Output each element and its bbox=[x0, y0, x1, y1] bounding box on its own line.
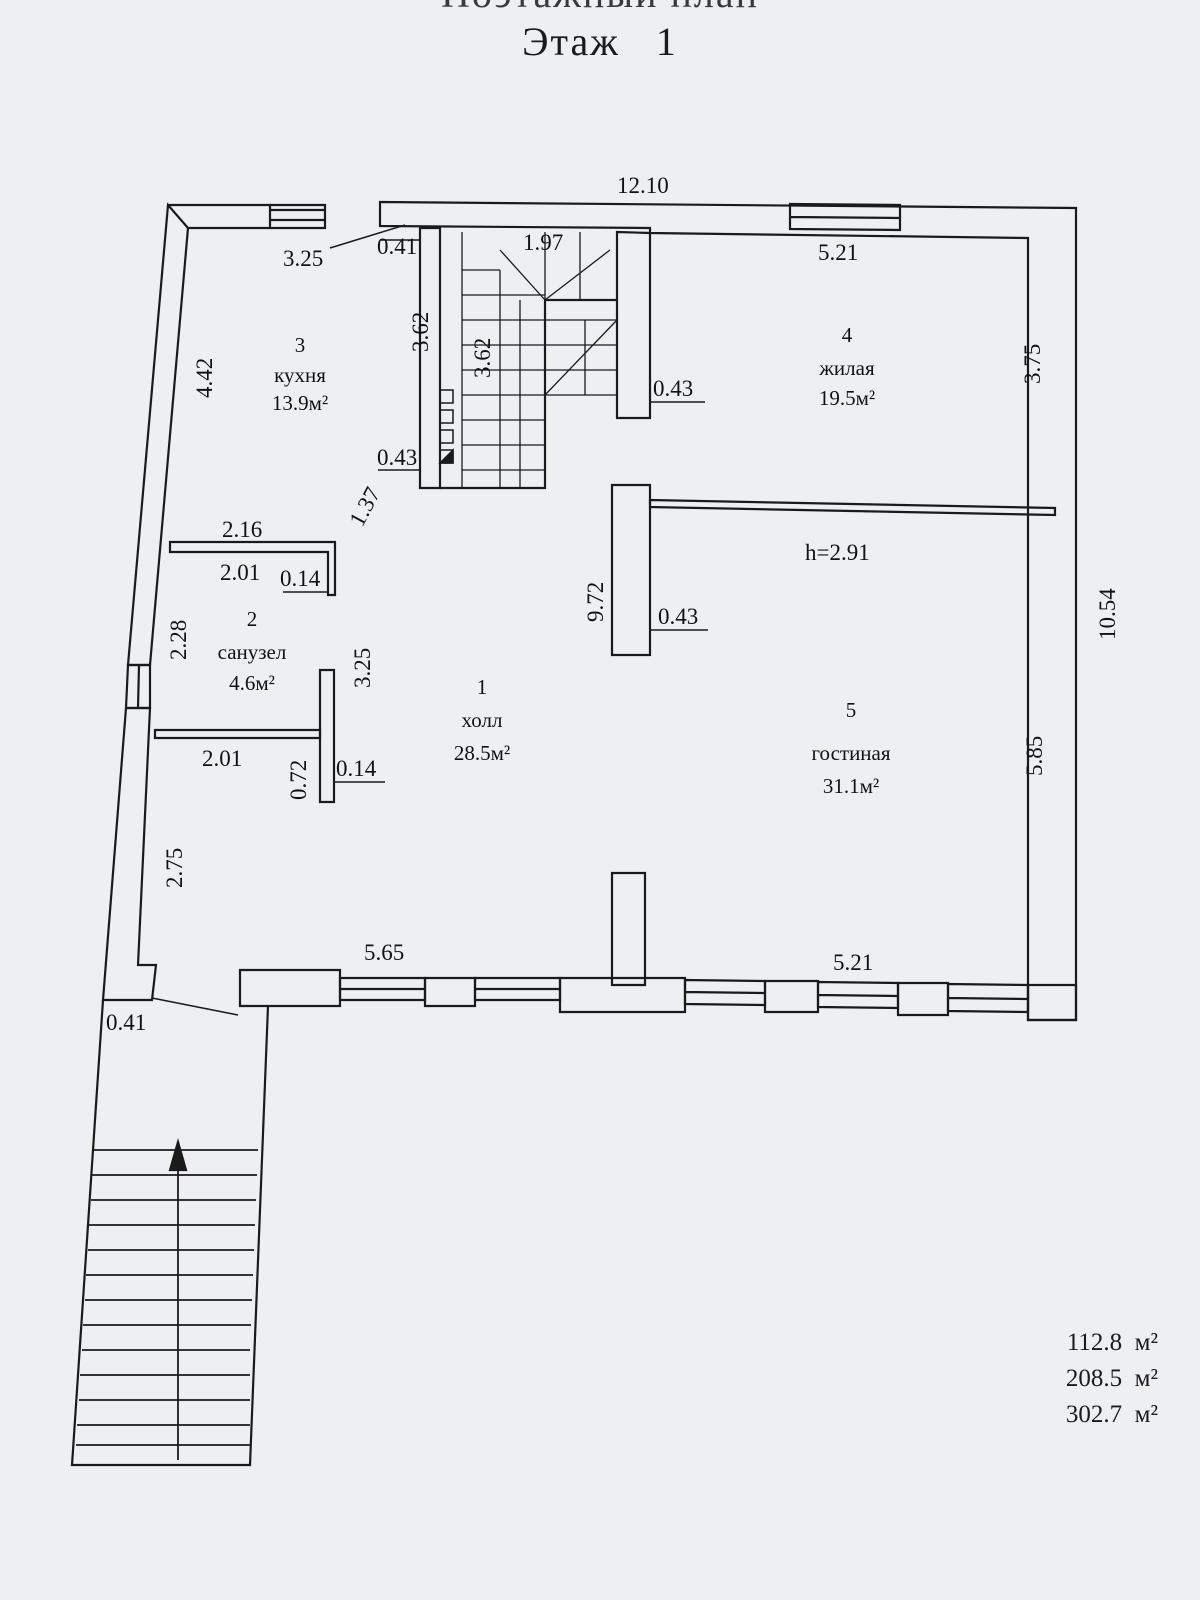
front-window-2 bbox=[473, 976, 562, 1002]
room-number: 1 bbox=[477, 675, 488, 699]
dim-living-depth: 5.85 bbox=[1022, 736, 1047, 776]
total-row-3: 302.7 м² bbox=[1065, 1401, 1158, 1428]
window-kitchen bbox=[270, 208, 325, 222]
door-swing-entrance bbox=[151, 997, 239, 1016]
front-window-5 bbox=[946, 982, 1030, 1014]
dim-bedroom-depth: 3.75 bbox=[1020, 344, 1045, 384]
dim-bathroom-width-bottom: 2.01 bbox=[202, 746, 242, 771]
dim-stair-length: 3.62 bbox=[470, 338, 495, 378]
central-wall bbox=[610, 483, 652, 657]
room-number: 4 bbox=[842, 323, 853, 347]
floor-title: Этаж 1 bbox=[0, 18, 1200, 65]
front-pier-2 bbox=[558, 976, 687, 1014]
room-name: санузел bbox=[218, 640, 287, 664]
room-area: 19.5м² bbox=[819, 386, 875, 410]
room-bathroom: 2 санузел 4.6м² bbox=[218, 607, 287, 695]
room-area: 13.9м² bbox=[272, 391, 328, 415]
dim-bathroom-width-top: 2.16 bbox=[222, 517, 262, 542]
dim-kitchen-width: 3.25 bbox=[283, 246, 323, 271]
room-bedroom: 4 жилая 19.5м² bbox=[818, 323, 875, 410]
dim-wall-top-left: 0.41 bbox=[377, 234, 417, 259]
dim-overall-depth: 10.54 bbox=[1095, 588, 1120, 640]
room-number: 3 bbox=[295, 333, 306, 357]
room-number: 2 bbox=[247, 607, 258, 631]
dim-bathroom-depth: 2.28 bbox=[166, 620, 191, 660]
dim-overall-width: 12.10 bbox=[617, 173, 669, 198]
stair-treads bbox=[461, 232, 618, 488]
stair-landing bbox=[440, 298, 617, 490]
front-pier bbox=[610, 871, 647, 987]
porch-stair-treads bbox=[76, 1149, 258, 1446]
dim-entrance-depth: 2.75 bbox=[162, 848, 187, 888]
dim-kitchen-door: 0.43 bbox=[377, 445, 417, 470]
room-area: 4.6м² bbox=[229, 671, 275, 695]
stair-wall-left bbox=[418, 226, 442, 490]
front-wall-left bbox=[238, 968, 342, 1008]
plan-title: Поэтажный план bbox=[0, 0, 1200, 17]
window-left bbox=[124, 663, 152, 710]
dim-bathroom-width-inner: 2.01 bbox=[220, 560, 260, 585]
room-living: 5 гостиная 31.1м² bbox=[811, 698, 890, 798]
room-number: 5 bbox=[846, 698, 857, 722]
room-name: жилая bbox=[818, 356, 875, 380]
total-row-1: 112.8 м² bbox=[1066, 1329, 1158, 1356]
room-area: 31.1м² bbox=[823, 774, 879, 798]
room-name: холл bbox=[462, 708, 503, 732]
outer-wall-top-left-stub bbox=[270, 203, 327, 230]
bathroom-wall-right bbox=[318, 668, 336, 804]
stair-wall-right bbox=[615, 230, 652, 420]
floor-number: 1 bbox=[655, 19, 678, 64]
stair-arrow-head bbox=[168, 1137, 188, 1172]
kitchen-stove-icons bbox=[438, 389, 454, 464]
dim-bedroom-width: 5.21 bbox=[818, 240, 858, 265]
dim-front-right-width: 5.21 bbox=[833, 950, 873, 975]
dim-front-left-width: 5.65 bbox=[364, 940, 404, 965]
dim-bathroom-wall-length: 3.25 bbox=[350, 648, 375, 688]
dim-kitchen-wall-length: 3.62 bbox=[408, 312, 433, 352]
porch-outline bbox=[70, 999, 270, 1467]
dim-bathroom-stub: 0.72 bbox=[286, 760, 311, 800]
bathroom-wall-bottom bbox=[153, 728, 322, 740]
dim-stair-wall: 0.43 bbox=[653, 376, 693, 401]
front-pier-3 bbox=[763, 979, 820, 1014]
front-window-3 bbox=[683, 978, 767, 1007]
room-name: кухня bbox=[274, 363, 326, 387]
room-name: гостиная bbox=[811, 741, 890, 765]
room-kitchen: 3 кухня 13.9м² bbox=[272, 333, 328, 415]
bedroom-wall bbox=[648, 498, 1057, 517]
bathroom-wall-top bbox=[168, 540, 337, 597]
dim-ceiling-height: h=2.91 bbox=[805, 540, 870, 565]
front-pier-1 bbox=[423, 976, 477, 1008]
door-swing-top bbox=[329, 224, 406, 249]
outer-wall-left bbox=[126, 202, 190, 667]
room-area: 28.5м² bbox=[454, 741, 510, 765]
area-totals: 112.8 м² 208.5 м² 302.7 м² bbox=[1066, 1325, 1158, 1433]
dim-entrance-wall: 0.41 bbox=[106, 1010, 146, 1035]
dim-bathroom-stub-wall: 0.14 bbox=[336, 756, 377, 781]
dim-stair-width: 1.97 bbox=[523, 230, 563, 255]
dim-diagonal: 1.37 bbox=[344, 483, 385, 530]
outer-wall-top-main bbox=[378, 200, 1078, 1022]
dim-central-wall: 0.43 bbox=[658, 604, 698, 629]
front-window-1 bbox=[338, 976, 427, 1002]
room-hall: 1 холл 28.5м² bbox=[454, 675, 510, 765]
dim-bathroom-wall: 0.14 bbox=[280, 566, 321, 591]
front-wall-right bbox=[1026, 983, 1078, 1022]
outer-wall-top bbox=[168, 203, 272, 230]
outer-wall-left-lower bbox=[101, 706, 158, 1002]
front-pier-4 bbox=[896, 981, 950, 1017]
floor-label: Этаж bbox=[522, 19, 620, 64]
total-row-2: 208.5 м² bbox=[1065, 1365, 1158, 1392]
dim-central-wall-length: 9.72 bbox=[583, 582, 608, 622]
dim-kitchen-depth: 4.42 bbox=[192, 358, 217, 398]
front-window-4 bbox=[816, 980, 900, 1010]
window-top-right bbox=[788, 202, 902, 232]
